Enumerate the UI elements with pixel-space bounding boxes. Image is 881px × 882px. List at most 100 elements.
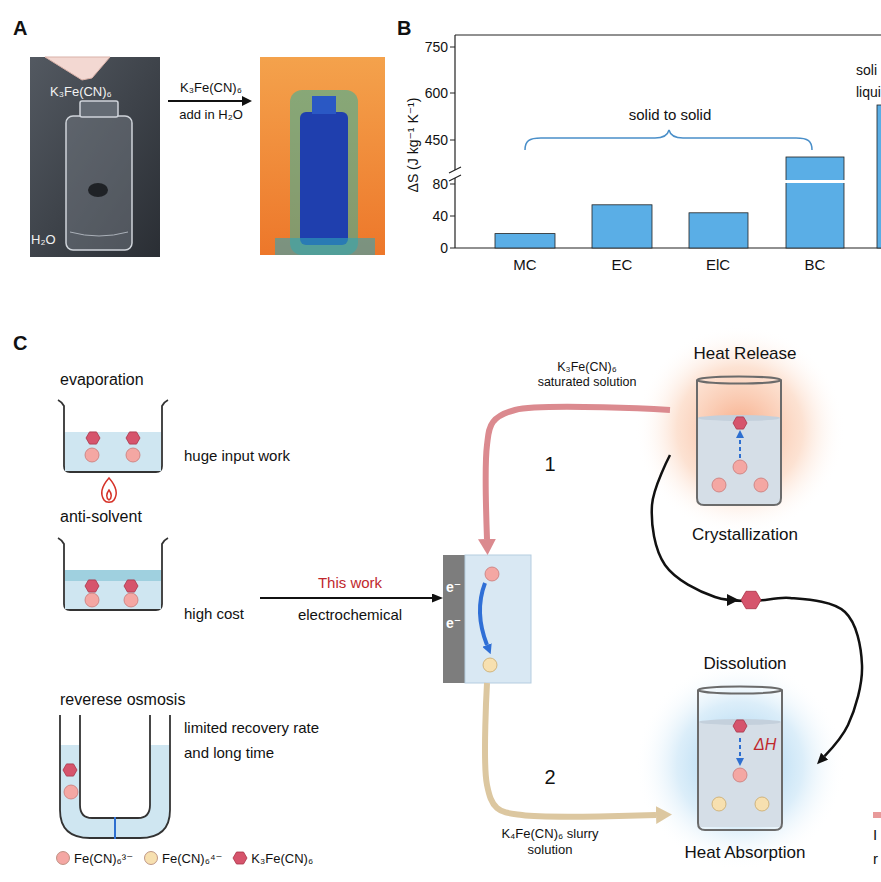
beakers-part <box>754 478 768 492</box>
legend-swatch-box <box>232 850 248 866</box>
bar-chart-part <box>689 213 748 248</box>
legend-swatch <box>145 852 158 865</box>
crystallization-beaker: Heat ReleaseCrystallization <box>670 342 820 548</box>
stream-label: K₃Fe(CN)₆ saturated solution <box>531 360 643 390</box>
category-label: MC <box>513 256 536 274</box>
thermal-image-part <box>260 57 385 255</box>
step-number: 2 <box>544 765 555 789</box>
beakers-part <box>697 377 781 384</box>
thermal-image-part <box>312 96 336 114</box>
node-heading: Heat Release <box>693 344 796 364</box>
photo-panel-part <box>70 232 128 236</box>
bracket-label: solid to solid <box>629 106 712 124</box>
photo-panel <box>30 57 160 257</box>
node-heading: anti-solvent <box>60 507 142 526</box>
beakers-part <box>699 722 781 827</box>
method-illustrations-part <box>60 715 170 838</box>
thermal-image-part <box>300 112 348 245</box>
electrode-cell: e⁻e⁻ <box>443 555 531 683</box>
bar-chart-part <box>785 180 845 183</box>
method-illustrations-part <box>124 580 138 592</box>
beakers-part <box>712 478 726 492</box>
node-text: limited recovery rate and long time <box>184 716 334 766</box>
arrow-label: add in H₂O <box>179 107 243 123</box>
bar-chart <box>449 35 881 248</box>
connector-arrow <box>260 597 432 599</box>
node-heading: Dissolution <box>703 654 786 674</box>
method-illustrations-part <box>85 593 99 607</box>
method-illustrations-part <box>86 432 100 444</box>
panel-letter: A <box>13 16 27 40</box>
beakers-part <box>698 687 782 694</box>
electrode-cell-art-part <box>443 555 465 683</box>
legend: Fe(CN)₆³⁻Fe(CN)₆⁴⁻K₃Fe(CN)₆ <box>55 850 313 866</box>
category-label: BC <box>805 256 826 274</box>
bar-chart-part <box>786 157 844 248</box>
node-text: ΔH <box>754 735 776 754</box>
method-illustrations-part <box>65 570 161 581</box>
axis-title: ΔS (J kg⁻¹ K⁻¹) <box>405 98 422 193</box>
tick-label: 750 <box>425 39 448 56</box>
edge-label: This work <box>318 574 382 592</box>
beakers-part <box>733 768 747 782</box>
photo-panel-part <box>80 101 118 117</box>
node-text: Heat Absorption <box>685 843 806 863</box>
stream-label: K₄Fe(CN)₆ slurry solution <box>500 826 600 857</box>
electrode-cell-art-part <box>480 583 487 645</box>
electrode-cell-art-part <box>465 555 531 683</box>
method-panel: anti-solventhigh cost <box>55 505 260 626</box>
photo-label: H₂O <box>31 232 56 248</box>
beakers <box>635 325 845 870</box>
beakers-part <box>733 417 747 429</box>
arrow-label: electrochemical <box>298 606 402 624</box>
method-illustrations-part <box>60 745 170 838</box>
bar-chart-part <box>449 167 461 181</box>
tick-label: 0 <box>440 240 448 257</box>
category-label: ElC <box>706 256 730 274</box>
method-illustrations-part <box>126 432 140 444</box>
beakers-part <box>635 325 845 535</box>
cut-label: liqui <box>856 84 881 101</box>
step-number: 1 <box>544 452 555 476</box>
photo-panel-part <box>66 116 132 250</box>
category-label: EC <box>612 256 633 274</box>
electrode-cell-art <box>443 555 531 683</box>
node-heading: reverese osmosis <box>60 690 185 709</box>
photo-label: K₃Fe(CN)₆ <box>50 84 112 100</box>
method-illustrations-part <box>65 581 161 609</box>
legend-swatch <box>233 852 247 864</box>
process-arrow-part <box>242 96 252 106</box>
beakers-part <box>733 460 747 474</box>
legend-text: K₃Fe(CN)₆ <box>251 851 313 866</box>
dissolution-beaker: DissolutionΔH Heat Absorption <box>672 652 818 866</box>
connector-arrow <box>652 455 862 756</box>
tick-label: 600 <box>425 85 448 102</box>
node-heading: e⁻ <box>446 579 461 596</box>
method-panel: reverese osmosis limited recovery rate an… <box>53 688 343 838</box>
method-illustrations-part <box>63 764 77 776</box>
beakers-part <box>697 380 781 505</box>
cut-label: r <box>873 850 878 868</box>
panel-letter: B <box>397 16 411 40</box>
method-illustrations-part <box>124 593 138 607</box>
cut-label: I <box>873 826 877 844</box>
panel-letter: C <box>13 331 27 355</box>
legend-swatch <box>57 852 70 865</box>
beakers-part <box>739 438 741 458</box>
thermal-image-part <box>290 90 358 255</box>
bar-chart-part <box>450 47 455 248</box>
bar-chart-part <box>454 178 455 248</box>
node-heading: evaporation <box>60 370 144 389</box>
method-illustrations-part <box>102 478 116 502</box>
method-illustrations-part <box>85 448 99 462</box>
bar-chart-part <box>592 205 652 248</box>
beakers-part <box>698 690 782 830</box>
connector-arrow <box>485 683 656 817</box>
cut-label: soli <box>856 62 877 79</box>
legend-swatch-box <box>143 850 159 866</box>
bar-chart-part <box>877 105 881 248</box>
